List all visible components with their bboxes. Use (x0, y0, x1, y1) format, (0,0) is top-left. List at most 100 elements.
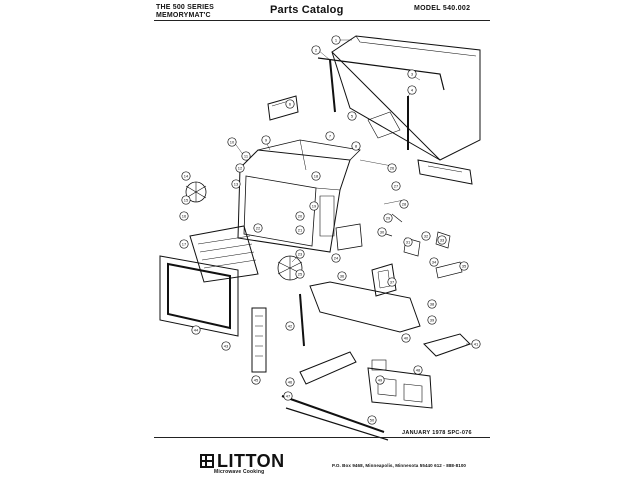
callout-circle (241, 151, 251, 161)
callout-circle (427, 315, 437, 325)
callout-number: 20 (298, 213, 303, 218)
callout-number: 50 (370, 417, 375, 422)
callout-number: 17 (182, 241, 187, 246)
company-address: P.O. Box 9468, Minneapolis, Minnesota 55… (332, 463, 467, 468)
callout-32: 32 (421, 231, 431, 241)
callout-number: 48 (416, 367, 421, 372)
litton-mark-icon (200, 454, 214, 468)
callout-number: 38 (430, 301, 435, 306)
callout-circle (191, 325, 201, 335)
callout-number: 44 (194, 327, 199, 332)
callout-45: 45 (251, 375, 261, 385)
callout-number: 36 (340, 273, 345, 278)
callout-47: 47 (283, 391, 293, 401)
callout-17: 17 (179, 239, 189, 249)
callout-15: 15 (181, 195, 191, 205)
callout-28: 28 (399, 199, 409, 209)
series-line-1: THE 500 SERIES (156, 4, 215, 11)
series-line-2: MEMORYMAT'C (156, 12, 211, 19)
callout-circle (407, 85, 417, 95)
wire-rack (189, 225, 259, 283)
callout-13: 13 (231, 179, 241, 189)
callout-number: 25 (298, 271, 303, 276)
callout-circle (387, 277, 397, 287)
oven-door (159, 255, 239, 337)
control-panel (251, 307, 267, 373)
callout-38: 38 (427, 299, 437, 309)
callout-circle (283, 391, 293, 401)
callout-number: 40 (404, 335, 409, 340)
callout-29: 29 (383, 213, 393, 223)
callout-number: 10 (230, 139, 235, 144)
control-board (367, 359, 433, 409)
callout-40: 40 (401, 333, 411, 343)
callout-number: 15 (184, 197, 189, 202)
callout-circle (311, 45, 321, 55)
callout-21: 21 (295, 225, 305, 235)
bracket-part (267, 95, 299, 121)
callout-circle (401, 333, 411, 343)
callout-22: 22 (253, 223, 263, 233)
callout-circle (231, 179, 241, 189)
callout-3: 3 (407, 69, 417, 79)
callout-number: 26 (390, 165, 395, 170)
callout-number: 1 (335, 37, 338, 42)
callout-number: 39 (430, 317, 435, 322)
brand-name: LITTON (217, 451, 285, 471)
callout-9: 9 (261, 135, 271, 145)
callout-30: 30 (377, 227, 387, 237)
callout-33: 33 (437, 235, 447, 245)
base-bracket-right (423, 333, 471, 357)
callout-number: 22 (256, 225, 261, 230)
callout-circle (413, 365, 423, 375)
callout-number: 14 (184, 173, 189, 178)
callout-circle (311, 171, 321, 181)
callout-8: 8 (351, 141, 361, 151)
callout-circle (261, 135, 271, 145)
callout-39: 39 (427, 315, 437, 325)
callout-number: 42 (288, 323, 293, 328)
callout-48: 48 (413, 365, 423, 375)
page-title: Parts Catalog (270, 4, 344, 16)
callout-23: 23 (295, 249, 305, 259)
callout-number: 2 (315, 47, 318, 52)
right-louver-panel (417, 159, 473, 185)
callout-11: 11 (241, 151, 251, 161)
litton-logo: LITTON (200, 452, 285, 470)
oven-cavity (237, 139, 363, 253)
callout-50: 50 (367, 415, 377, 425)
bottom-rails (281, 351, 389, 441)
callout-circle (221, 341, 231, 351)
callout-44: 44 (191, 325, 201, 335)
callout-35: 35 (459, 261, 469, 271)
callout-20: 20 (295, 211, 305, 221)
callout-circle (251, 375, 261, 385)
callout-circle (429, 257, 439, 267)
callout-42: 42 (285, 321, 295, 331)
callout-circle (437, 235, 447, 245)
callout-number: 43 (224, 343, 229, 348)
callout-number: 12 (238, 165, 243, 170)
callout-circle (227, 137, 237, 147)
callout-43: 43 (221, 341, 231, 351)
publication-date: JANUARY 1978 SPC-076 (402, 430, 472, 436)
callout-number: 11 (244, 153, 249, 158)
footer-divider (154, 437, 490, 438)
callout-circle (181, 171, 191, 181)
callout-7: 7 (325, 131, 335, 141)
fan-center (277, 255, 303, 281)
callout-circle (337, 271, 347, 281)
callout-circle (285, 377, 295, 387)
callout-number: 30 (380, 229, 385, 234)
callout-number: 41 (474, 341, 479, 346)
callout-46: 46 (285, 377, 295, 387)
outer-cabinet (317, 35, 481, 161)
callout-circle (427, 299, 437, 309)
callout-number: 24 (334, 255, 339, 260)
callout-circle (331, 35, 341, 45)
callout-49: 49 (375, 375, 385, 385)
callout-circle (325, 131, 335, 141)
callout-number: 31 (406, 239, 411, 244)
callout-number: 45 (254, 377, 259, 382)
callout-circle (367, 415, 377, 425)
